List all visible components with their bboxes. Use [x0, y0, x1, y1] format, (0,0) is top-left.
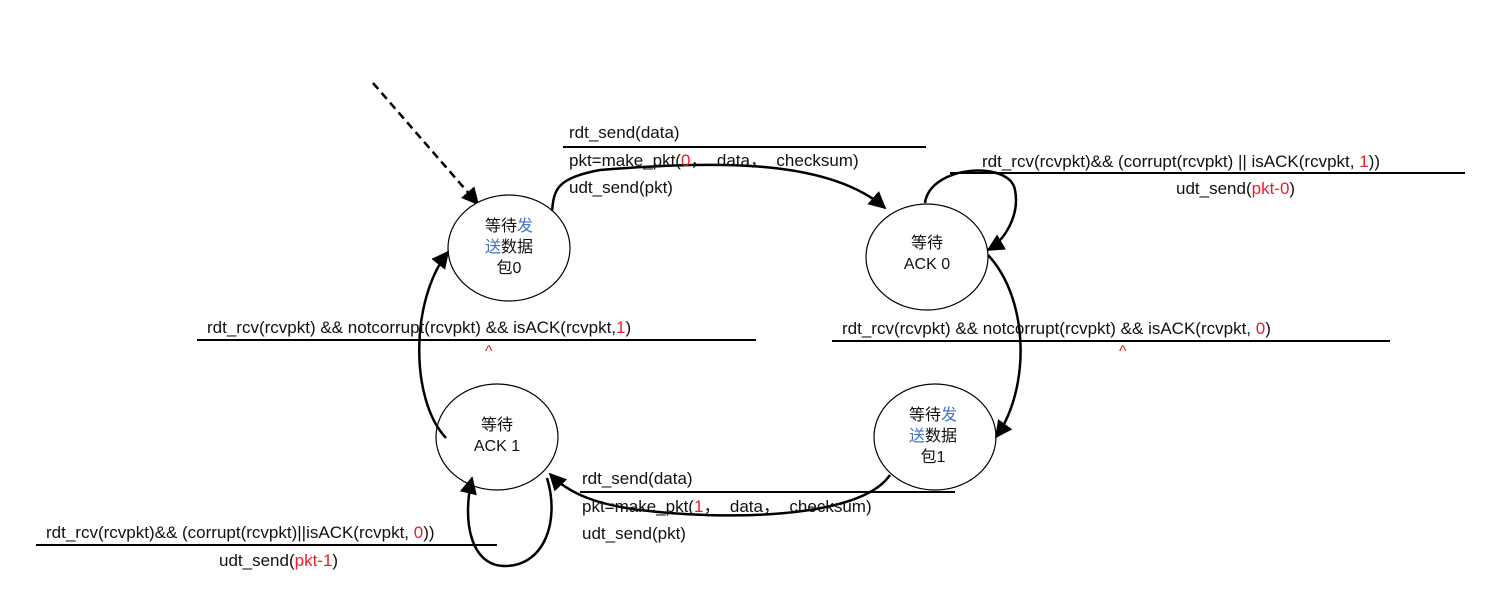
ack0-self-action: udt_send(pkt-0) [1176, 179, 1296, 198]
ack0-ok-event: rdt_rcv(rcvpkt) && notcorrupt(rcvpkt) &&… [842, 319, 1271, 338]
ack1-ok-event: rdt_rcv(rcvpkt) && notcorrupt(rcvpkt) &&… [207, 318, 632, 337]
edge-ack1-self [459, 476, 553, 568]
state-label-wait-ack-0: 等待 ACK 0 [903, 235, 951, 273]
state-wait-ack-1 [435, 383, 559, 491]
ack1-self-action: udt_send(pkt-1) [219, 551, 339, 570]
state-label-wait-send-1: 等待发 送数据 包1 [908, 407, 958, 466]
edge-ack1-ok [418, 250, 450, 439]
send0-action-2: udt_send(pkt) [569, 178, 673, 197]
ack1-self-event: rdt_rcv(rcvpkt)&& (corrupt(rcvpkt)||isAC… [46, 523, 435, 542]
edge-ack0-ok [987, 254, 1022, 439]
send1-event: rdt_send(data) [582, 469, 693, 488]
send0-action-1: pkt=make_pkt(0， data， checksum) [569, 151, 859, 170]
state-label-wait-send-0: 等待发 送数据 包0 [484, 218, 534, 277]
state-wait-ack-0 [865, 203, 989, 311]
edge-ack0-self [923, 169, 1018, 252]
send0-event: rdt_send(data) [569, 123, 680, 142]
send1-action-2: udt_send(pkt) [582, 524, 686, 543]
ack1-ok-action: ^ [485, 343, 493, 360]
ack0-ok-action: ^ [1119, 343, 1127, 360]
initial-arrow [372, 82, 480, 206]
ack0-self-event: rdt_rcv(rcvpkt)&& (corrupt(rcvpkt) || is… [982, 152, 1381, 171]
state-label-wait-ack-1: 等待 ACK 1 [473, 417, 521, 455]
state-wait-send-0 [447, 194, 571, 302]
edge-send1 [548, 472, 892, 517]
edge-send0 [550, 163, 887, 212]
send1-action-1: pkt=make_pkt(1， data， checksum) [582, 497, 872, 516]
